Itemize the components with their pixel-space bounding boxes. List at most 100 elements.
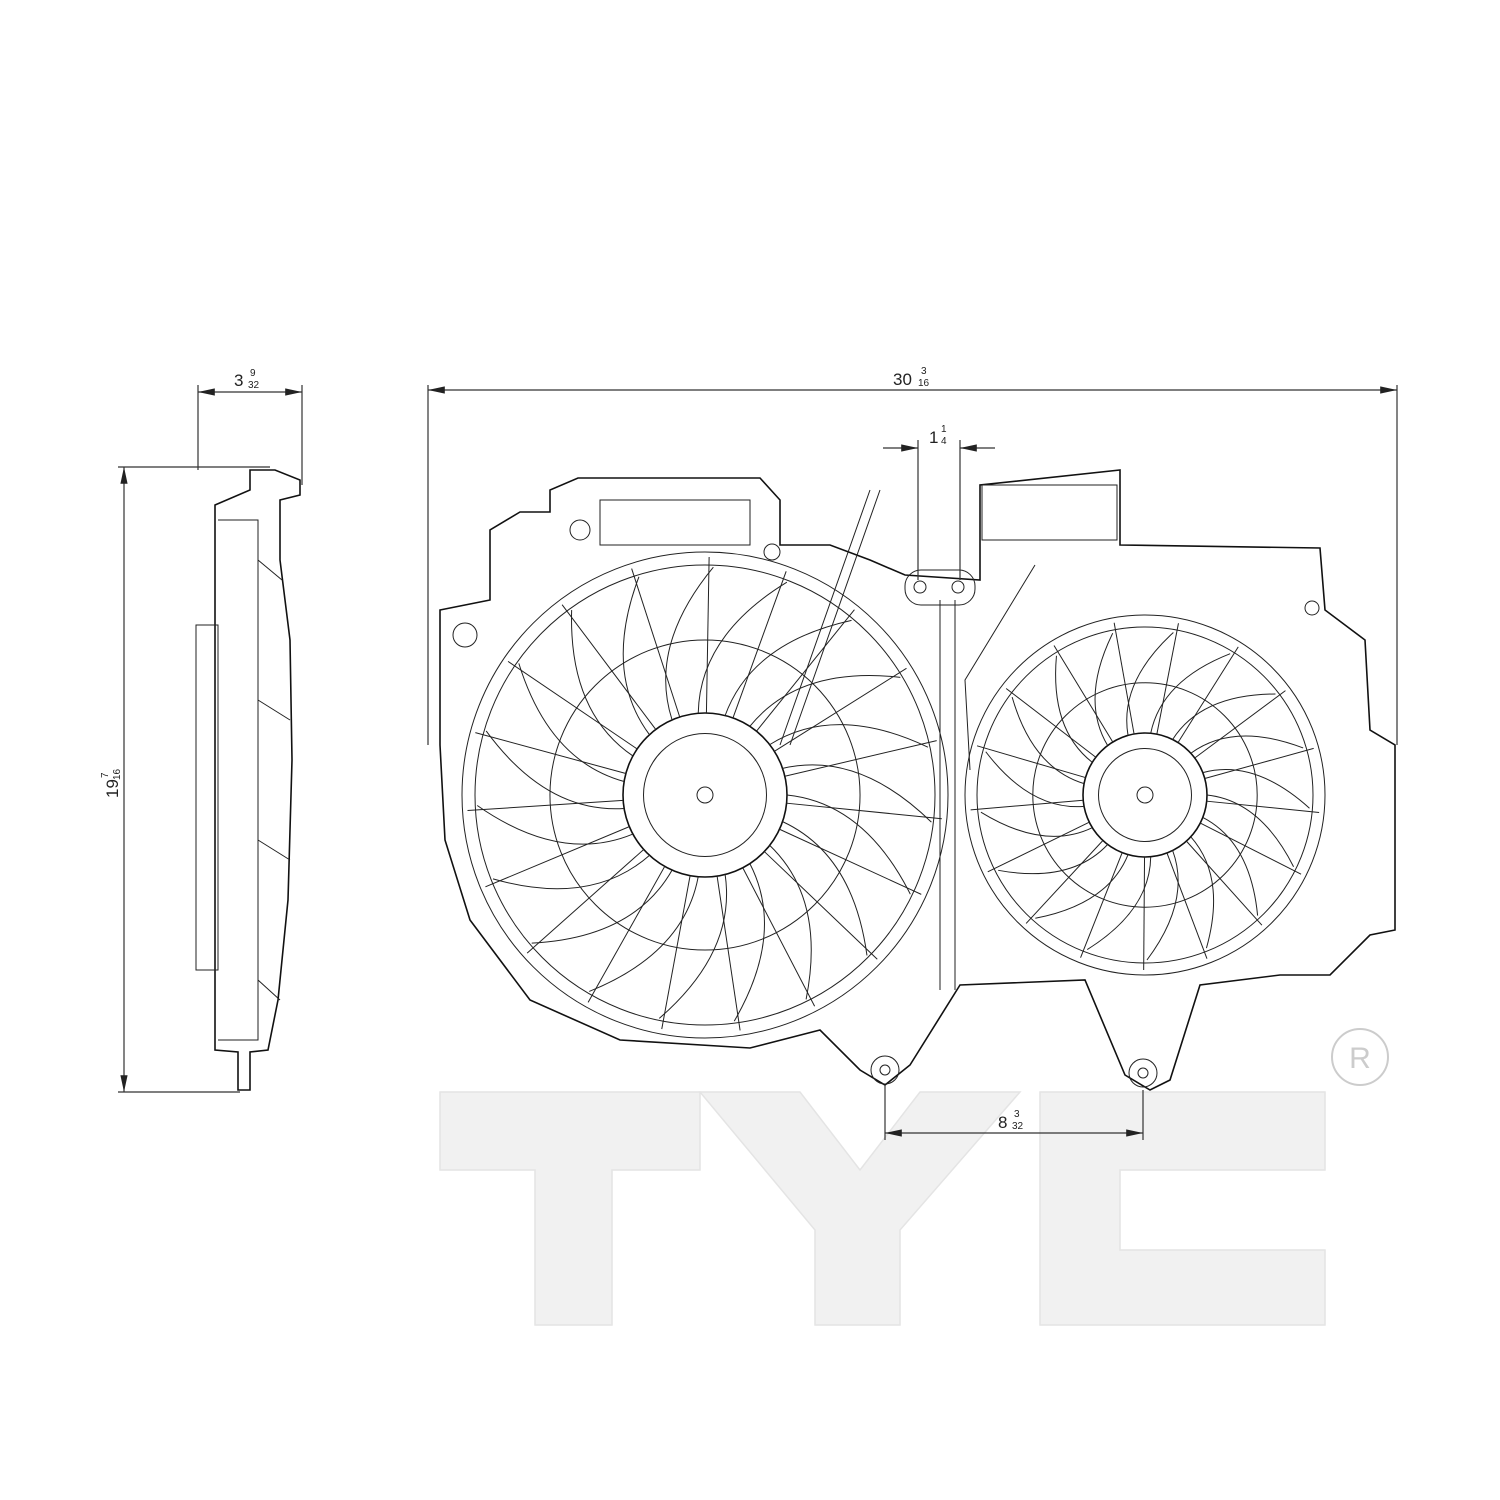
dimension-height: 19 7 16 <box>100 466 270 1093</box>
right-fan-strut <box>1156 623 1179 735</box>
right-fan-blade <box>998 844 1109 875</box>
right-fan-shaft <box>1136 786 1154 804</box>
dimension-bolt-spacing: 1 1 4 <box>883 424 995 580</box>
right-fan-blade <box>1202 769 1310 809</box>
right-fan-strut <box>1053 645 1114 743</box>
svg-text:3: 3 <box>1014 1109 1020 1120</box>
left-fan-blade <box>622 576 650 735</box>
right-fan-strut <box>1166 852 1208 959</box>
left-fan-strut <box>485 826 630 888</box>
right-fan-strut <box>1080 852 1123 958</box>
left-fan-blade <box>658 874 728 1019</box>
left-fan-strut <box>507 660 638 750</box>
side-view <box>195 469 301 1091</box>
front-view-housing <box>439 469 1396 1091</box>
left-fan-strut <box>467 799 624 812</box>
right-fan-motor-hub <box>1082 732 1208 858</box>
left-fan-blade <box>518 663 625 782</box>
left-fan-strut <box>526 849 645 954</box>
left-fan-blade <box>697 581 788 714</box>
right-fan-strut <box>1204 747 1314 779</box>
svg-text:8: 8 <box>998 1113 1007 1132</box>
left-fan-strut <box>764 851 878 960</box>
right-fan-blade <box>1202 816 1259 916</box>
right-fan-blade <box>1094 632 1114 746</box>
right-fan-blade <box>1011 697 1085 785</box>
left-fan-strut <box>786 802 942 820</box>
right-fan-strut <box>1025 840 1104 924</box>
left-fan-blade <box>571 610 634 757</box>
right-fan-strut <box>1143 856 1146 970</box>
dimension-depth: 3 9 32 <box>197 368 303 485</box>
svg-text:30: 30 <box>893 370 912 389</box>
right-fan-blade <box>1055 655 1093 763</box>
left-fan-strut <box>716 876 741 1031</box>
right-fan-blade <box>1150 653 1231 734</box>
svg-text:19: 19 <box>103 779 122 798</box>
dimension-mount-spacing: 8 3 32 <box>884 1085 1144 1140</box>
svg-text:32: 32 <box>1012 1121 1024 1132</box>
left-fan-blade <box>782 764 932 823</box>
left-fan-motor-cap <box>643 733 767 857</box>
right-fan-strut <box>1194 690 1286 759</box>
left-fan-blade-ring <box>549 639 861 951</box>
right-fan-blade <box>1146 850 1179 961</box>
svg-text:32: 32 <box>248 380 260 391</box>
right-fan-motor-cap <box>1098 748 1192 842</box>
right-fan-blade <box>1172 693 1276 740</box>
left-fan-blade <box>492 854 650 890</box>
svg-text:1: 1 <box>929 428 938 447</box>
right-fan-strut <box>1177 646 1239 743</box>
left-fan-strut <box>784 740 937 777</box>
right-fan-blade <box>985 751 1085 808</box>
left-fan-blade <box>531 869 673 944</box>
right-fan-strut <box>1005 688 1097 758</box>
left-fan-strut <box>661 875 691 1030</box>
right-fan-strut <box>976 745 1086 779</box>
left-fan-strut <box>587 866 666 1003</box>
right-fan-strut <box>987 821 1090 873</box>
left-fan-blade <box>769 724 929 748</box>
right-fan-blade-ring <box>1032 682 1258 908</box>
fan-blades <box>467 557 1320 1031</box>
right-fan-blade <box>1126 632 1174 736</box>
left-fan-shaft <box>696 786 714 804</box>
dimension-width: 30 3 16 <box>427 366 1398 745</box>
left-fan-blade <box>476 805 634 845</box>
right-fan-strut <box>970 799 1084 811</box>
svg-text:1: 1 <box>941 424 947 435</box>
right-fan-blade <box>1086 856 1152 950</box>
left-fan-strut <box>756 609 855 732</box>
svg-text:4: 4 <box>941 436 947 447</box>
right-fan-strut <box>1113 622 1135 735</box>
svg-text:9: 9 <box>250 368 256 379</box>
registered-mark: R <box>1349 1042 1371 1075</box>
left-fan-blade <box>749 675 901 727</box>
right-fan-strut <box>1186 840 1263 926</box>
right-fan-blade <box>980 811 1093 837</box>
left-fan-blade <box>724 619 852 716</box>
right-fan-strut <box>1206 800 1320 813</box>
left-fan-strut <box>742 867 816 1007</box>
left-fan-motor-hub <box>622 712 788 878</box>
left-fan-blade <box>665 566 714 721</box>
left-fan-strut <box>779 828 922 895</box>
left-fan-blade <box>485 730 625 810</box>
left-fan-blade <box>589 876 699 992</box>
right-fan-blade <box>1190 836 1215 949</box>
svg-text:3: 3 <box>234 371 243 390</box>
left-fan-strut <box>475 732 627 774</box>
svg-text:7: 7 <box>100 772 111 778</box>
left-fan-strut <box>732 571 787 719</box>
left-fan-strut <box>705 557 710 714</box>
right-fan-strut <box>1200 822 1302 875</box>
tyc-watermark-logo: R <box>439 1028 1389 1326</box>
left-fan-strut <box>774 667 907 752</box>
right-fan-blade <box>1206 794 1295 867</box>
right-fan-blade <box>1035 854 1129 919</box>
svg-text:3: 3 <box>921 366 927 377</box>
registered-mark-icon <box>1331 1028 1389 1086</box>
left-fan-strut <box>561 604 657 730</box>
